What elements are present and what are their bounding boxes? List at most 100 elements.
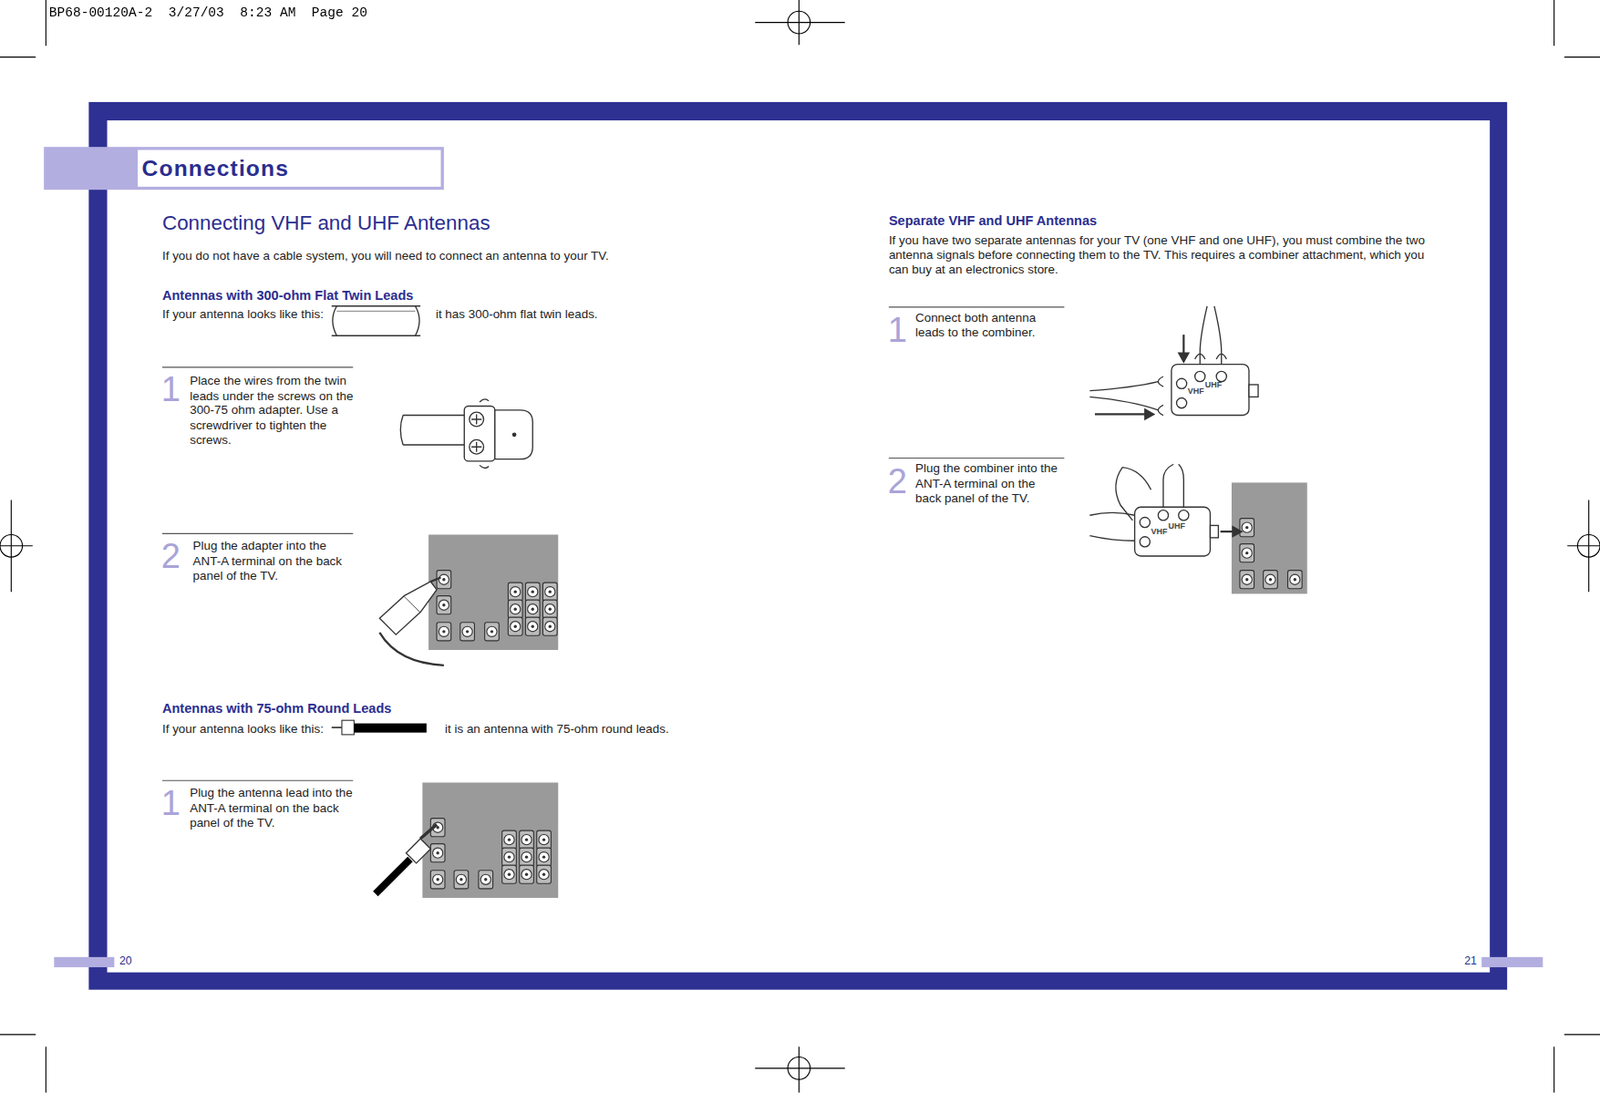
tv-back-panel <box>1241 547 1252 558</box>
page-frame <box>53 957 114 968</box>
tv-back-panel <box>442 603 445 607</box>
registration-marks <box>1567 545 1600 547</box>
tv-back-panel <box>536 865 552 884</box>
tv-back-panel <box>442 629 445 633</box>
combiner-step2 <box>1089 512 1135 541</box>
tv-back-panel <box>1231 482 1308 594</box>
combiner-step2 <box>1139 516 1150 527</box>
step-rules <box>162 366 353 368</box>
tv-back-panel <box>484 877 487 881</box>
crop-marks <box>1553 1046 1555 1093</box>
flat-twin-lead <box>332 306 420 336</box>
tv-back-panel <box>465 629 469 633</box>
flat-twin-lead <box>336 310 415 312</box>
tv-back-panel <box>454 870 469 889</box>
step-text: Connect both antenna leads to the combin… <box>915 309 1053 340</box>
combiner-step2 <box>1209 525 1219 537</box>
tv-back-panel <box>507 582 523 601</box>
tv-back-panel <box>521 869 532 880</box>
tv-back-panel <box>435 851 439 855</box>
tv-back-panel <box>542 599 558 619</box>
page-frame <box>88 102 1508 991</box>
tv-back-panel <box>438 599 449 610</box>
tv-back-panel <box>514 589 517 593</box>
registration-marks <box>754 1067 845 1069</box>
tv-back-panel <box>525 837 528 841</box>
step-rules <box>162 533 353 535</box>
tv-back-panel <box>1239 544 1255 563</box>
tv-back-panel <box>435 877 439 881</box>
combiner-step1 <box>1199 306 1222 370</box>
combiner-step1 <box>1216 371 1227 382</box>
combiner-step1 <box>1195 371 1206 382</box>
adapter <box>479 399 489 469</box>
tv-back-panel <box>525 873 528 877</box>
step-number: 1 <box>161 785 181 821</box>
tv-back-panel <box>548 608 552 611</box>
adapter <box>464 405 496 461</box>
tv-back-panel <box>527 587 538 598</box>
round-lead <box>331 720 427 735</box>
tv-back-panel <box>433 847 444 858</box>
tv-back-panel <box>510 587 521 598</box>
tv-back-panel <box>436 622 452 641</box>
tv-back-panel <box>460 622 475 641</box>
combiner-step1 <box>1094 412 1147 415</box>
tv-back-panel <box>1269 578 1272 581</box>
tv-back-panel <box>536 847 552 867</box>
tv-back-panel <box>1288 570 1303 589</box>
print-slug: BP68-00120A-2 3/27/03 8:23 AM Page 20 <box>49 5 368 21</box>
tv-back-panel <box>542 837 546 841</box>
tv-back-panel <box>507 873 511 877</box>
step-number: 2 <box>161 538 181 574</box>
tv-back-panel <box>1245 551 1249 555</box>
tv-back-panel <box>436 596 452 615</box>
tv-back-panel <box>525 855 528 858</box>
tv-back-panel <box>527 604 538 615</box>
registration-marks <box>0 545 33 547</box>
tv-back-panel <box>531 625 535 629</box>
registration-marks <box>798 1046 800 1093</box>
step-number: 2 <box>887 463 908 498</box>
tv-back-panel <box>1241 574 1252 585</box>
tv-back-panel <box>422 782 558 898</box>
tv-back-panel <box>538 835 549 846</box>
tv-back-panel <box>430 844 445 863</box>
registration-marks <box>10 499 12 592</box>
tv-back-panel <box>462 626 473 637</box>
tv-back-panel <box>1290 574 1301 585</box>
combiner-step2 <box>1232 526 1242 537</box>
tv-back-panel <box>510 604 521 615</box>
step-rules <box>888 306 1065 308</box>
body-text: If your antenna looks like this: <box>162 307 324 322</box>
combiner-step1 <box>1171 364 1250 416</box>
page-number: 20 <box>119 954 133 967</box>
tv-back-panel <box>542 582 558 601</box>
tv-back-panel <box>531 589 535 593</box>
tv-back-panel <box>538 852 549 863</box>
tv-back-panel <box>1245 526 1249 529</box>
tv-back-panel <box>527 621 538 632</box>
combiner-step2 <box>1089 464 1242 557</box>
tv-back-panel <box>545 621 556 632</box>
tv-back-panel <box>1265 574 1276 585</box>
body-text: it has 300-ohm flat twin leads. <box>435 307 599 322</box>
body-text: If your antenna looks like this: <box>162 721 324 736</box>
panel-connectors <box>375 858 411 894</box>
crop-marks <box>45 0 47 46</box>
combiner-step2 <box>1139 536 1150 548</box>
port-label: UHF <box>1205 380 1222 390</box>
page-frame <box>43 102 1543 991</box>
crop-marks <box>1553 0 1555 46</box>
subheading: Antennas with 300-ohm Flat Twin Leads <box>162 288 413 304</box>
tv-back-panel <box>514 608 517 611</box>
body-text: it is an antenna with 75-ohm round leads… <box>444 721 670 736</box>
step-text: Place the wires from the twin leads unde… <box>189 373 359 448</box>
crop-marks <box>1564 1033 1600 1035</box>
step-rules <box>888 457 1065 459</box>
combiner-step1 <box>1176 378 1188 389</box>
port-label: VHF <box>1187 386 1205 396</box>
